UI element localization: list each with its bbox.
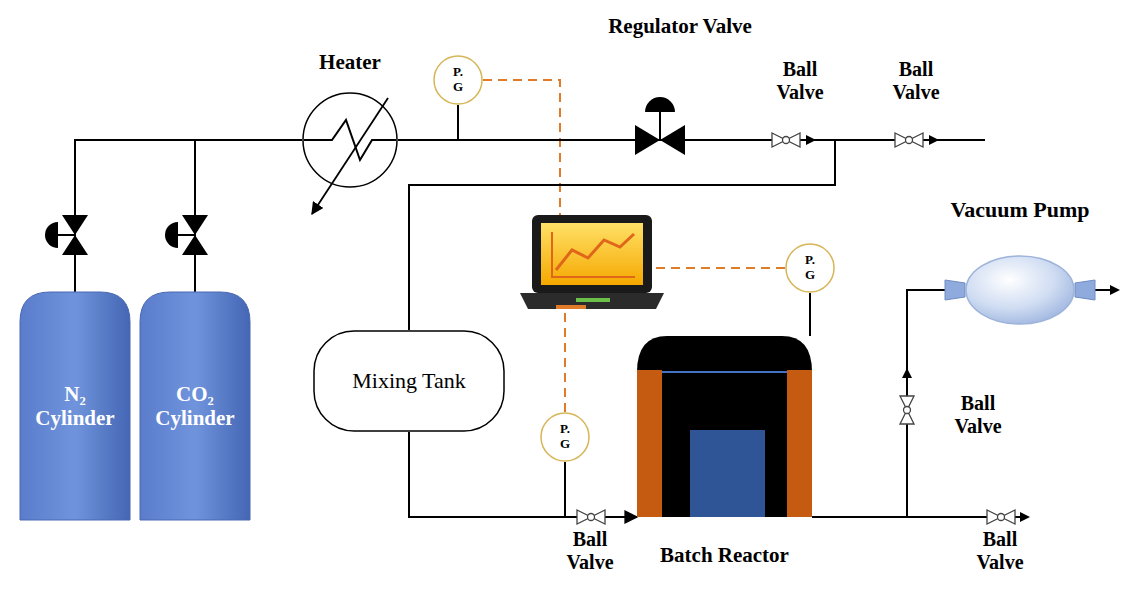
ball-valve	[895, 133, 923, 147]
pipe-connector	[409, 432, 637, 517]
label-holder: Regulator Valve	[555, 14, 805, 38]
mixing-tank-label: Mixing Tank	[352, 368, 466, 393]
valve-label: Ball Valve	[555, 528, 625, 574]
vacuum-pump-label: Vacuum Pump	[935, 197, 1105, 222]
valve-label: Ball Valve	[965, 528, 1035, 574]
mixing-tank-shape	[314, 331, 504, 431]
ball-valve	[900, 396, 914, 424]
pump-port	[1075, 280, 1095, 300]
ball-valve	[987, 510, 1015, 524]
gas-cylinder-shape	[20, 292, 130, 520]
batch-reactor-shape	[690, 430, 765, 517]
valve-label: Ball Valve	[881, 58, 951, 104]
mixing-tank: Mixing Tank	[313, 330, 505, 432]
cylinder-valve	[45, 215, 208, 255]
pipe-line	[458, 105, 1114, 517]
batch-reactor-shape	[637, 336, 812, 517]
label-holder: Ball Valve	[943, 392, 1013, 438]
pressure-gauge: P. G	[785, 243, 835, 293]
pipe-connector	[398, 140, 835, 330]
pressure-gauge-label: P. G	[448, 65, 468, 95]
heater-shape	[304, 120, 396, 160]
pressure-gauge-shape	[434, 56, 482, 104]
heater: Heater	[302, 92, 398, 188]
vacuum-pump-shape	[965, 255, 1075, 325]
ball-valve	[577, 510, 605, 524]
signal-line	[652, 267, 785, 269]
pressure-gauge: P. G	[433, 55, 483, 105]
label-holder: Vacuum Pump	[935, 197, 1105, 222]
laptop-icon	[556, 234, 634, 270]
heater-shape	[302, 92, 398, 188]
flow-arrow	[902, 368, 912, 378]
label-holder: Heater	[300, 50, 400, 74]
cylinder-valve	[45, 222, 58, 248]
valve-label: Ball Valve	[765, 58, 835, 104]
batch-reactor-shape	[637, 370, 662, 517]
laptop-icon	[532, 215, 652, 293]
pipe-line	[457, 105, 459, 140]
heater-shape	[312, 98, 388, 214]
batch-reactor-label: Batch Reactor	[607, 543, 842, 567]
valve-label: Regulator Valve	[555, 14, 805, 38]
batch-reactor: Batch Reactor	[637, 336, 812, 517]
pressure-gauge-label: P. G	[800, 253, 820, 283]
vacuum-pump: Vacuum Pump	[965, 255, 1075, 325]
gas-cylinder: CO₂ Cylinder	[140, 292, 250, 520]
pressure-gauge-shape	[786, 244, 834, 292]
flow-arrow	[806, 135, 816, 145]
ball-valve	[577, 133, 1015, 524]
label-holder: Ball Valve	[881, 58, 951, 104]
cylinder-valve	[165, 222, 178, 248]
laptop-icon	[556, 305, 586, 309]
signal-line	[483, 80, 560, 215]
laptop-icon	[552, 232, 635, 277]
pipe-connector	[195, 140, 302, 292]
flow-arrow	[1110, 285, 1120, 295]
batch-reactor-shape	[637, 336, 812, 517]
pump-port	[945, 280, 965, 300]
laptop-icon	[520, 215, 664, 309]
regulator-valve	[659, 112, 661, 140]
label-holder: Ball Valve	[765, 58, 835, 104]
ball-valve	[772, 133, 800, 147]
flow-arrow	[806, 135, 1120, 522]
laptop-icon	[576, 298, 610, 302]
valve-label: Ball Valve	[943, 392, 1013, 438]
regulator-valve	[645, 97, 675, 112]
pipe-connector	[812, 290, 965, 517]
cylinder-valve	[58, 234, 75, 236]
label-holder: Ball Valve	[965, 528, 1035, 574]
pressure-gauge: P. G	[540, 412, 590, 462]
batch-reactor-shape	[787, 370, 812, 517]
pipe-connector	[75, 140, 302, 292]
batch-reactor-shape	[662, 371, 787, 373]
signal-line	[564, 310, 566, 412]
pressure-gauge-shape	[541, 413, 589, 461]
flow-arrow	[929, 135, 939, 145]
label-holder: Ball Valve	[555, 528, 625, 574]
gas-cylinder: N₂ Cylinder	[20, 292, 130, 520]
gas-cylinder-label: CO₂ Cylinder	[147, 382, 243, 430]
vacuum-pump-shape	[966, 256, 1074, 324]
regulator-valve	[635, 97, 685, 155]
laptop-icon	[520, 293, 664, 309]
pressure-gauge-label: P. G	[555, 422, 575, 452]
gas-cylinder-label: N₂ Cylinder	[27, 382, 123, 430]
pipe-connector	[809, 293, 811, 336]
cylinder-valve	[178, 234, 195, 236]
pipe-line	[564, 462, 566, 517]
laptop-icon	[541, 223, 643, 285]
heater-label: Heater	[300, 50, 400, 74]
flow-arrow	[1020, 512, 1030, 522]
label-holder: Batch Reactor	[607, 543, 842, 567]
gas-cylinder-shape	[140, 292, 250, 520]
